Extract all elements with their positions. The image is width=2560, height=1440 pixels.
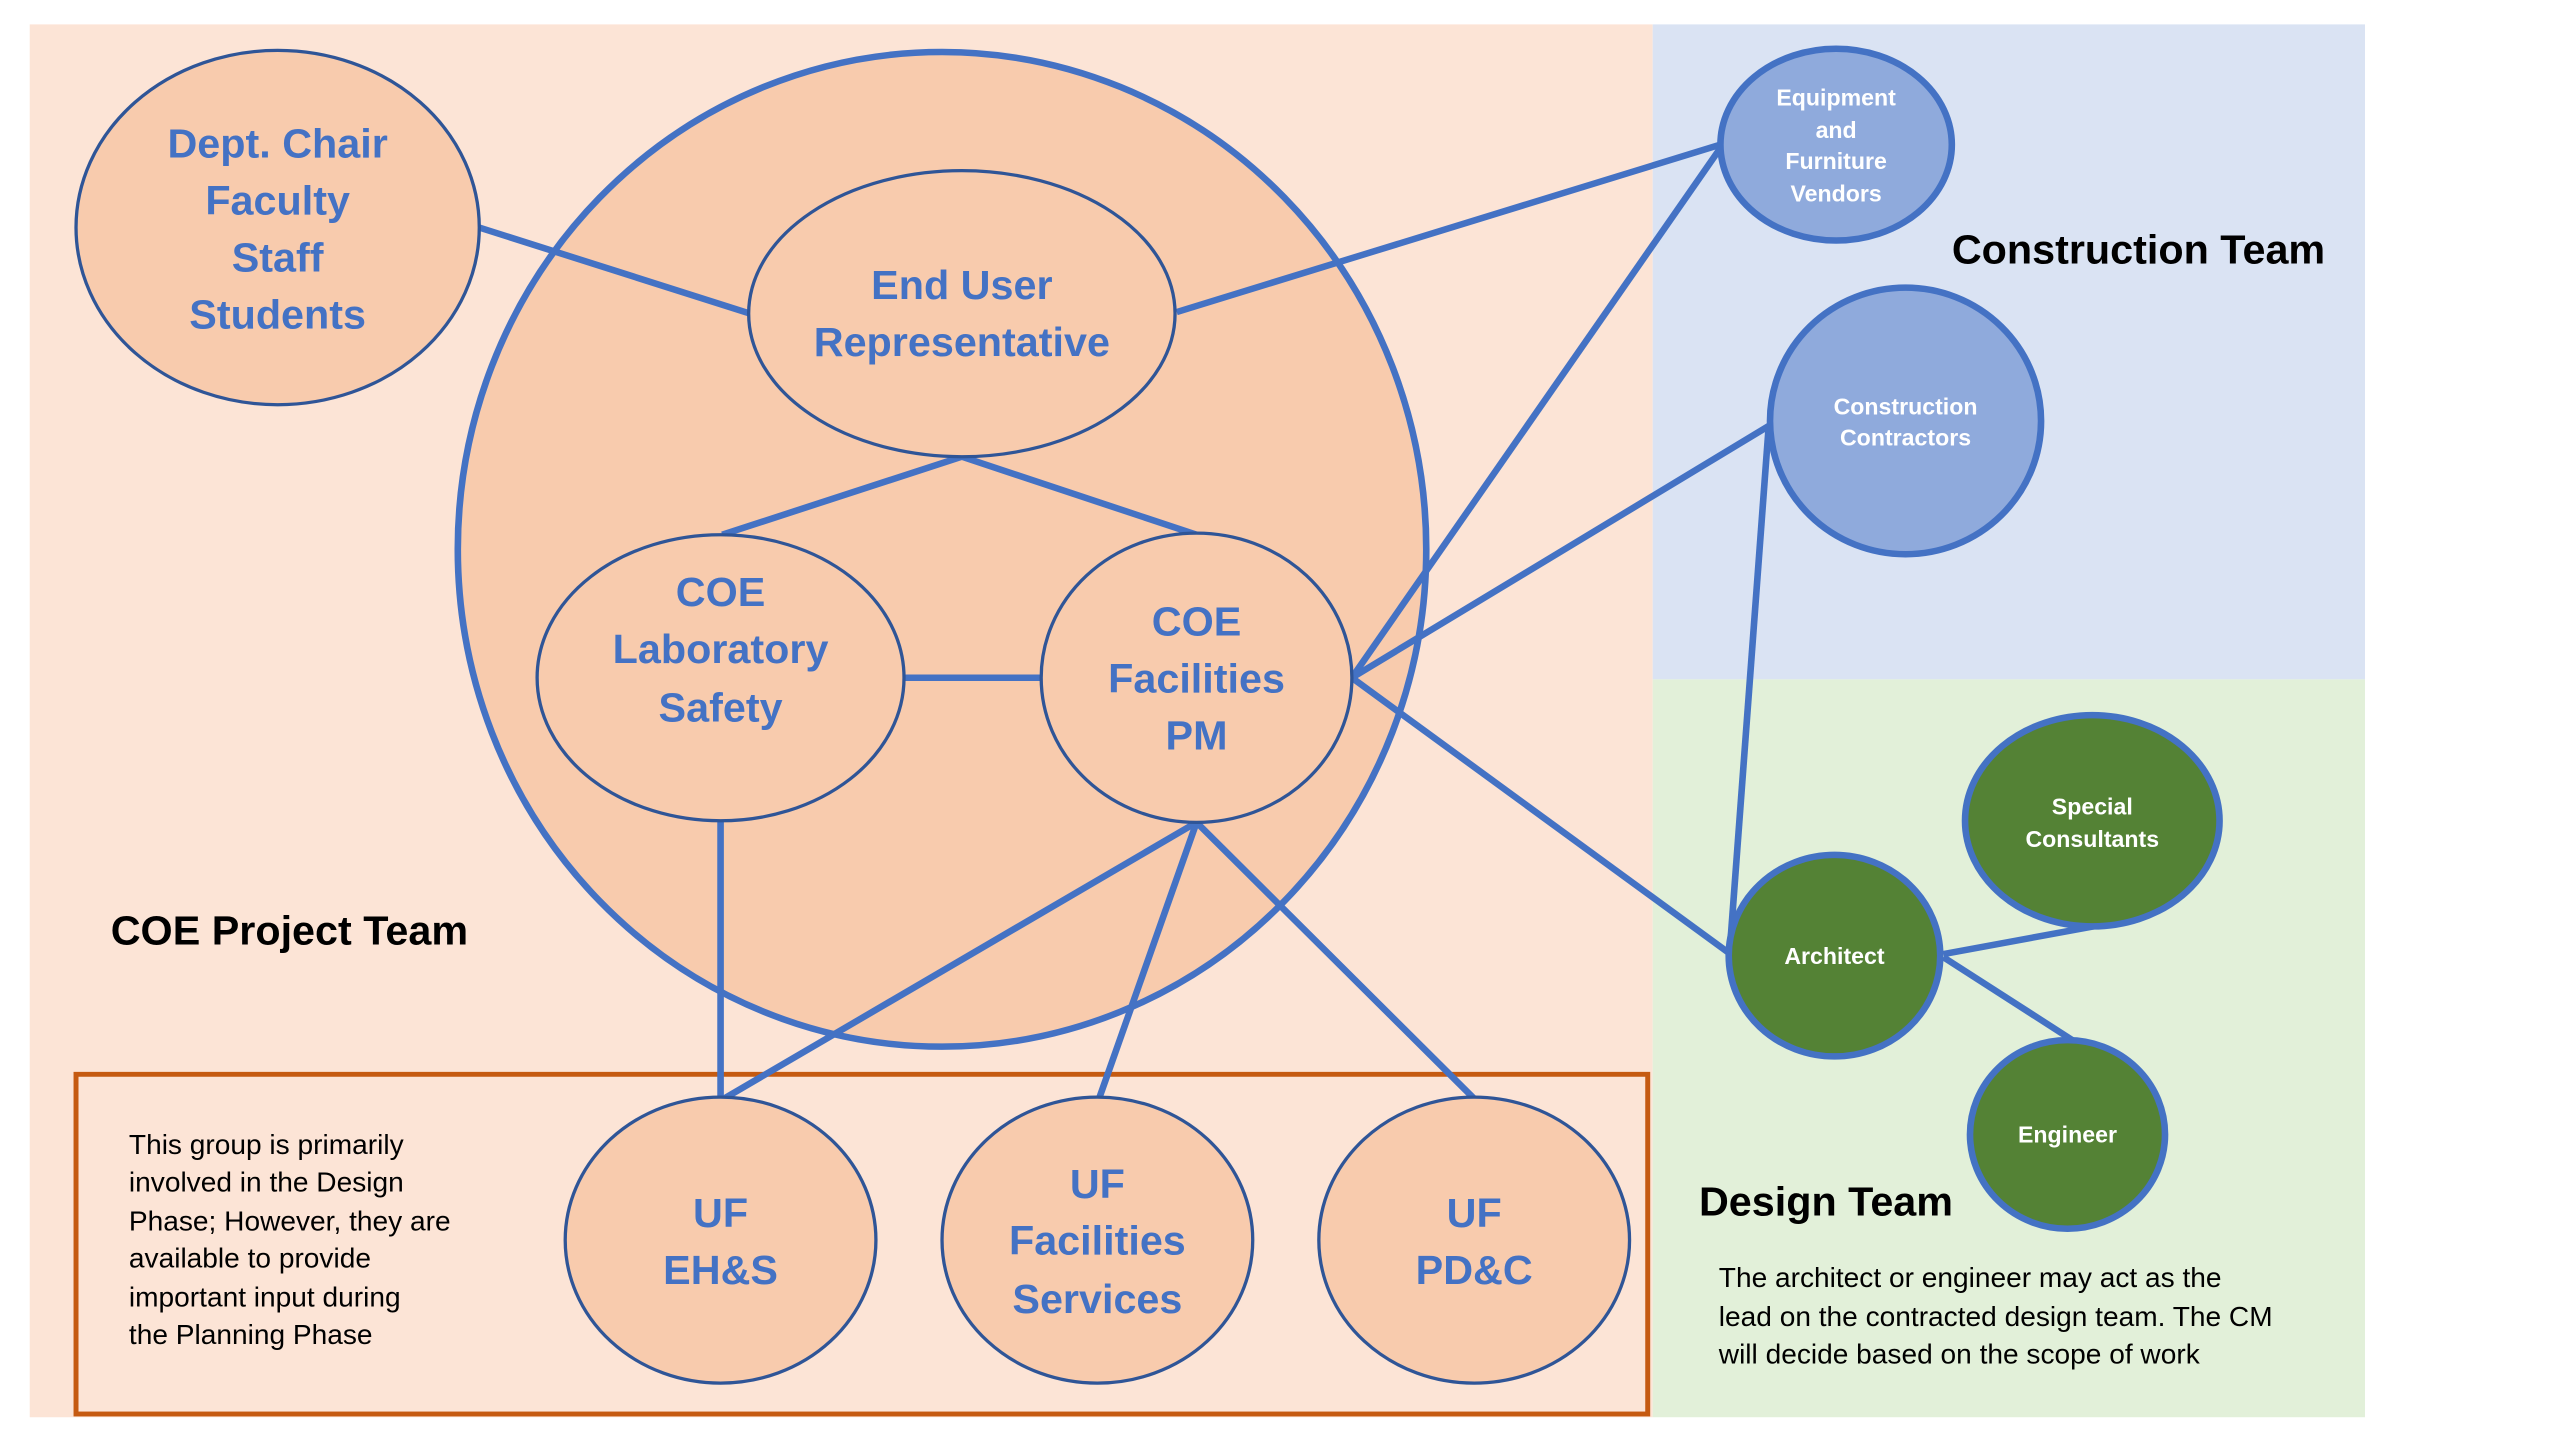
link-stakeholders-enduser bbox=[478, 224, 752, 317]
node-contractors[interactable]: Construction Contractors bbox=[1766, 284, 2045, 558]
architect-ellipse bbox=[1725, 851, 1944, 1060]
end-user-ellipse bbox=[747, 169, 1177, 459]
design-team-title: Design Team bbox=[1699, 1179, 1953, 1225]
lab-safety-line-2: Laboratory bbox=[613, 626, 829, 672]
design-note-line-1: The architect or engineer may act as the bbox=[1719, 1262, 2222, 1293]
end-user-line-2: Representative bbox=[814, 319, 1110, 365]
facilities-pm-line-2: Facilities bbox=[1108, 656, 1285, 702]
planning-note-line-3: Phase; However, they are bbox=[129, 1206, 451, 1237]
link-facilitiespm-vendors bbox=[1349, 146, 1724, 680]
uf-ehs-ellipse bbox=[563, 1095, 878, 1385]
consultants-ellipse bbox=[1961, 711, 2223, 930]
consultants-line-1: Special bbox=[2052, 793, 2133, 819]
construction-team-title: Construction Team bbox=[1952, 227, 2325, 273]
node-architect[interactable]: Architect bbox=[1725, 851, 1944, 1060]
stakeholders-ellipse bbox=[74, 48, 481, 407]
vendors-line-2: and bbox=[1816, 117, 1857, 143]
uf-pdc-line-1: UF bbox=[1447, 1190, 1502, 1236]
node-uf-ehs[interactable]: UF EH&S bbox=[563, 1095, 878, 1385]
link-contractors-architect bbox=[1727, 430, 1772, 943]
planning-note-line-2: involved in the Design bbox=[129, 1167, 404, 1198]
planning-note-line-1: This group is primarily bbox=[129, 1129, 404, 1160]
stakeholders-line-2: Faculty bbox=[205, 178, 350, 224]
planning-phase-box bbox=[73, 1071, 1651, 1417]
lab-safety-ellipse bbox=[535, 533, 906, 823]
node-uf-facilities-services[interactable]: UF Facilities Services bbox=[940, 1095, 1255, 1385]
stakeholders-line-3: Staff bbox=[232, 235, 324, 281]
contractors-ellipse bbox=[1766, 284, 2045, 558]
contractors-line-2: Contractors bbox=[1840, 425, 1971, 451]
stakeholders-line-4: Students bbox=[189, 292, 366, 338]
engineer-ellipse bbox=[1966, 1036, 2169, 1232]
architect-label: Architect bbox=[1784, 943, 1885, 969]
uf-facilities-line-1: UF bbox=[1070, 1161, 1125, 1207]
link-architect-engineer bbox=[1941, 954, 2075, 1043]
engineer-label: Engineer bbox=[2018, 1122, 2117, 1148]
vendors-line-4: Vendors bbox=[1790, 181, 1881, 207]
vendors-line-3: Furniture bbox=[1785, 148, 1887, 174]
node-vendors[interactable]: Equipment and Furniture Vendors bbox=[1717, 45, 1956, 244]
link-facilitiespm-contractors bbox=[1350, 421, 1774, 681]
vendors-ellipse bbox=[1717, 45, 1956, 244]
link-architect-consultants bbox=[1942, 921, 2103, 958]
planning-note-line-5: important input during bbox=[129, 1282, 401, 1313]
consultants-line-2: Consultants bbox=[2025, 826, 2159, 852]
link-facilitiespm-architect bbox=[1349, 675, 1733, 957]
uf-facilities-line-2: Facilities bbox=[1009, 1218, 1186, 1264]
uf-facilities-ellipse bbox=[940, 1095, 1255, 1385]
node-facilities-pm[interactable]: COE Facilities PM bbox=[1039, 531, 1354, 825]
end-user-line-1: End User bbox=[871, 262, 1052, 308]
uf-ehs-line-2: EH&S bbox=[663, 1247, 778, 1293]
node-stakeholders[interactable]: Dept. Chair Faculty Staff Students bbox=[74, 48, 481, 407]
uf-pdc-line-2: PD&C bbox=[1416, 1247, 1533, 1293]
link-enduser-facilitiespm bbox=[960, 453, 1198, 538]
uf-ehs-line-1: UF bbox=[693, 1190, 748, 1236]
link-enduser-labsafety bbox=[721, 453, 963, 538]
node-engineer[interactable]: Engineer bbox=[1966, 1036, 2169, 1232]
link-facilitiespm-ufehs bbox=[722, 819, 1199, 1102]
design-note: The architect or engineer may act as the… bbox=[1718, 1262, 2273, 1369]
lab-safety-line-3: Safety bbox=[659, 685, 783, 731]
link-enduser-vendors bbox=[1175, 141, 1722, 316]
link-facilitiespm-ufservices bbox=[1095, 821, 1200, 1100]
planning-note: This group is primarily involved in the … bbox=[129, 1129, 451, 1350]
node-end-user[interactable]: End User Representative bbox=[747, 169, 1177, 459]
project-team-title: COE Project Team bbox=[111, 908, 468, 954]
node-lab-safety[interactable]: COE Laboratory Safety bbox=[535, 533, 906, 823]
facilities-pm-line-1: COE bbox=[1152, 599, 1242, 645]
design-note-line-2: lead on the contracted design team. The … bbox=[1719, 1301, 2273, 1332]
lab-safety-line-1: COE bbox=[676, 570, 766, 616]
planning-note-line-6: the Planning Phase bbox=[129, 1319, 373, 1350]
uf-pdc-ellipse bbox=[1317, 1095, 1632, 1385]
vendors-line-1: Equipment bbox=[1776, 85, 1896, 111]
uf-facilities-line-3: Services bbox=[1012, 1277, 1182, 1323]
stakeholders-line-1: Dept. Chair bbox=[167, 121, 387, 167]
facilities-pm-ellipse bbox=[1039, 531, 1354, 825]
design-note-line-3: will decide based on the scope of work bbox=[1718, 1339, 2200, 1370]
link-facilitiespm-ufpdc bbox=[1194, 820, 1477, 1101]
node-uf-pdc[interactable]: UF PD&C bbox=[1317, 1095, 1632, 1385]
contractors-line-1: Construction bbox=[1834, 394, 1978, 420]
planning-note-line-4: available to provide bbox=[129, 1243, 371, 1274]
facilities-pm-line-3: PM bbox=[1166, 713, 1228, 759]
node-consultants[interactable]: Special Consultants bbox=[1961, 711, 2223, 930]
links bbox=[478, 141, 2103, 1102]
